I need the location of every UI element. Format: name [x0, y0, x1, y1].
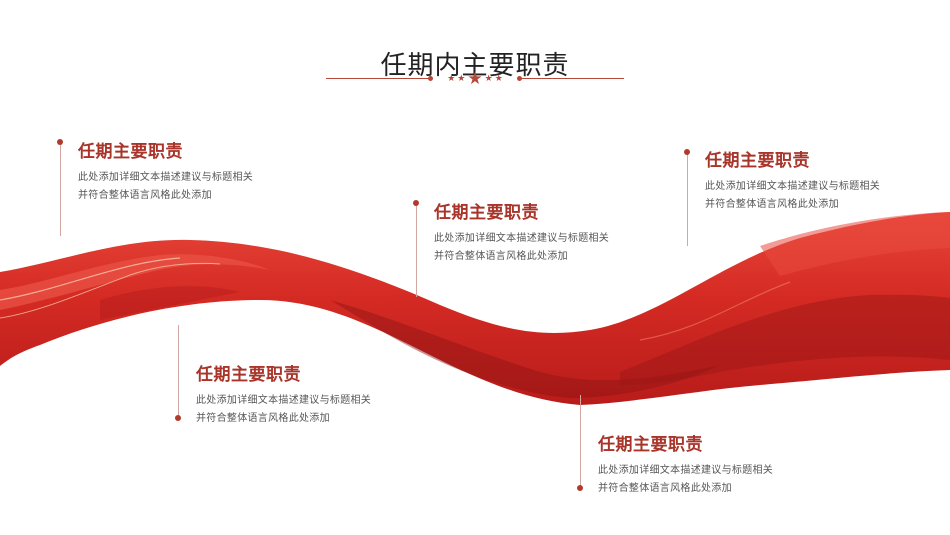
- card-desc-line: 并符合整体语言风格此处添加: [434, 251, 568, 262]
- card-desc-line: 并符合整体语言风格此处添加: [705, 199, 839, 210]
- card-description: 此处添加详细文本描述建议与标题相关 并符合整体语言风格此处添加: [434, 230, 674, 266]
- timeline-line: [60, 142, 61, 236]
- star-icon: ★: [484, 73, 493, 84]
- star-icon: ★: [447, 73, 456, 84]
- duty-card-4: 任期主要职责 此处添加详细文本描述建议与标题相关 并符合整体语言风格此处添加: [598, 434, 838, 498]
- card-desc-line: 此处添加详细文本描述建议与标题相关: [78, 172, 254, 183]
- timeline-line: [580, 395, 581, 489]
- divider-stars: ★★★★★: [444, 68, 506, 89]
- star-icon: ★: [457, 73, 466, 84]
- card-desc-line: 此处添加详细文本描述建议与标题相关: [196, 395, 372, 406]
- timeline-line: [416, 203, 417, 297]
- timeline-dot: [175, 415, 181, 421]
- card-title: 任期主要职责: [78, 142, 183, 162]
- divider-dot-right: [517, 76, 522, 81]
- card-desc-line: 并符合整体语言风格此处添加: [196, 413, 330, 424]
- card-title: 任期主要职责: [705, 151, 810, 171]
- timeline-line: [178, 325, 179, 419]
- divider-line-right: [520, 78, 624, 79]
- duty-card-2: 任期主要职责 此处添加详细文本描述建议与标题相关 并符合整体语言风格此处添加: [196, 364, 436, 428]
- star-icon: ★: [494, 73, 503, 84]
- card-title: 任期主要职责: [434, 203, 539, 223]
- divider-dot-left: [428, 76, 433, 81]
- card-title: 任期主要职责: [196, 365, 301, 385]
- card-desc-line: 此处添加详细文本描述建议与标题相关: [705, 181, 881, 192]
- timeline-line: [687, 152, 688, 246]
- card-desc-line: 此处添加详细文本描述建议与标题相关: [598, 465, 774, 476]
- card-description: 此处添加详细文本描述建议与标题相关 并符合整体语言风格此处添加: [598, 462, 838, 498]
- card-description: 此处添加详细文本描述建议与标题相关 并符合整体语言风格此处添加: [705, 178, 945, 214]
- timeline-dot: [413, 200, 419, 206]
- card-description: 此处添加详细文本描述建议与标题相关 并符合整体语言风格此处添加: [196, 392, 436, 428]
- timeline-dot: [684, 149, 690, 155]
- duty-card-1: 任期主要职责 此处添加详细文本描述建议与标题相关 并符合整体语言风格此处添加: [78, 141, 318, 205]
- card-desc-line: 此处添加详细文本描述建议与标题相关: [434, 233, 610, 244]
- page-title: 任期内主要职责: [380, 51, 570, 82]
- duty-card-3: 任期主要职责 此处添加详细文本描述建议与标题相关 并符合整体语言风格此处添加: [434, 202, 674, 266]
- card-title: 任期主要职责: [598, 435, 703, 455]
- divider-line-left: [326, 78, 429, 79]
- card-desc-line: 并符合整体语言风格此处添加: [598, 483, 732, 494]
- star-icon: ★: [467, 68, 483, 89]
- card-desc-line: 并符合整体语言风格此处添加: [78, 190, 212, 201]
- title-divider: ★★★★★: [326, 68, 624, 89]
- card-description: 此处添加详细文本描述建议与标题相关 并符合整体语言风格此处添加: [78, 169, 318, 205]
- timeline-dot: [577, 485, 583, 491]
- timeline-dot: [57, 139, 63, 145]
- duty-card-5: 任期主要职责 此处添加详细文本描述建议与标题相关 并符合整体语言风格此处添加: [705, 150, 945, 214]
